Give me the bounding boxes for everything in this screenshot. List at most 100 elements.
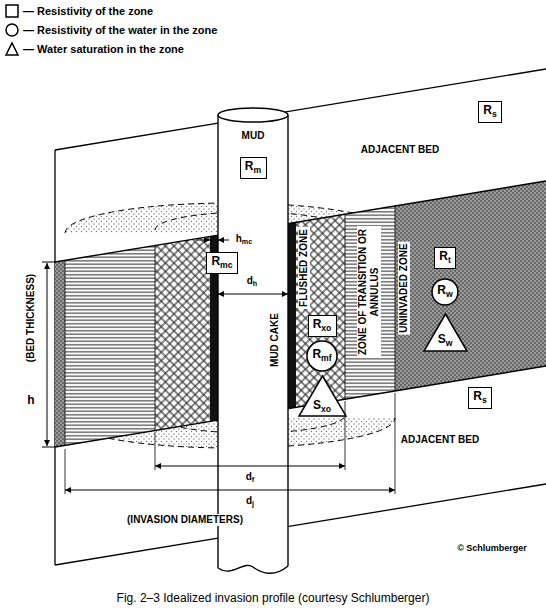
circle-outline — [307, 341, 337, 371]
node-text: Rs — [473, 390, 486, 406]
uninvaded-zone-fill — [395, 181, 546, 391]
zone-label: UNINVADED ZONE — [398, 241, 410, 334]
legend-item: — Water saturation in the zone — [5, 42, 184, 56]
resistivity-box: Rt — [434, 247, 456, 269]
flushed-zone-fill — [155, 236, 210, 430]
dimension-label: dh — [245, 275, 260, 289]
subscript: xo — [321, 323, 331, 333]
dimension-label: h — [25, 393, 36, 407]
legend-item: — Resistivity of the water in the zone — [5, 23, 217, 37]
triangle-outline — [6, 43, 18, 55]
node-text: Rs — [483, 104, 496, 120]
dimension-label: dh — [245, 275, 260, 289]
copyright-note: © Schlumberger — [455, 543, 529, 554]
flushed-diameter-dimension — [155, 466, 345, 467]
zone-boundary — [345, 214, 346, 399]
subscript: s — [492, 109, 497, 119]
dimension-label: (BED THICKNESS) — [25, 272, 37, 364]
borehole-wall — [287, 115, 288, 566]
zone-label: FLUSHED ZONE — [298, 227, 310, 309]
dimension-label: h — [25, 393, 36, 407]
subscript: mc — [242, 237, 252, 246]
legend-swatch — [5, 23, 19, 37]
borehole-wall — [217, 115, 218, 568]
dimension-label: hmc — [234, 233, 255, 247]
hole-diameter-dimension — [218, 294, 288, 295]
subscript: xo — [321, 403, 331, 413]
borehole-interior — [218, 115, 288, 570]
zone-label: UNINVADED ZONE — [398, 241, 410, 334]
subscript: t — [448, 255, 451, 265]
subscript: mc — [220, 260, 232, 270]
zone-label: ZONE OF TRANSITION OR ANNULUS — [357, 226, 381, 358]
zone-label: MUD CAKE — [269, 311, 281, 369]
extension-line — [42, 447, 55, 448]
figure-caption: Fig. 2–3 Idealized invasion profile (cou… — [115, 591, 432, 605]
transition-zone-fill — [65, 246, 155, 446]
subscript: mf — [321, 353, 332, 363]
zone-label: ZONE OF TRANSITION OR ANNULUS — [357, 226, 381, 358]
borehole-break — [218, 565, 288, 573]
resistivity-box: Rs — [478, 101, 502, 123]
triangle-outline — [424, 314, 467, 351]
node-text: Rxo — [313, 318, 332, 334]
square-outline — [6, 5, 18, 17]
figure-caption: Fig. 2–3 Idealized invasion profile (cou… — [115, 591, 432, 605]
upper-plane-edge — [55, 69, 546, 150]
water-resistivity-circle: Rw — [431, 278, 459, 306]
saturation-triangle: Sxo — [298, 375, 347, 417]
subscript: w — [446, 338, 453, 348]
subscript: j — [252, 499, 254, 508]
dimension-label: dj — [244, 495, 256, 509]
subscript: f — [252, 475, 254, 484]
bed-label: ADJACENT BED — [359, 144, 441, 156]
mud-cake-dimension — [197, 240, 210, 241]
extension-line — [42, 262, 55, 263]
dimension-label: (INVASION DIAMETERS) — [125, 514, 245, 526]
mud-cake-fill — [288, 222, 296, 408]
resistivity-box: Rm — [240, 157, 267, 179]
bed-thickness-dimension — [47, 263, 48, 446]
subscript: s — [482, 395, 487, 405]
circle-outline — [6, 24, 18, 36]
mud-label: MUD — [240, 130, 267, 142]
zone-label: MUD CAKE — [269, 311, 281, 369]
dimension-label: df — [244, 471, 257, 485]
mud-label: MUD — [240, 130, 267, 142]
dimension-label: hmc — [234, 233, 255, 247]
bed-label: ADJACENT BED — [399, 434, 481, 446]
node-text: Rm — [245, 160, 261, 176]
node-text: Rw — [437, 284, 452, 300]
node-text: Rmc — [211, 255, 232, 271]
extension-line — [155, 432, 156, 470]
extension-line — [65, 449, 66, 494]
node-text: Sw — [438, 333, 453, 349]
water-resistivity-circle: Rmf — [306, 340, 338, 372]
dimension-label: df — [244, 471, 257, 485]
extension-line — [345, 401, 346, 470]
subscript: w — [446, 289, 453, 299]
legend-swatch — [5, 4, 19, 18]
extension-line — [395, 393, 396, 494]
dimension-label: (INVASION DIAMETERS) — [125, 514, 245, 526]
zone-boundary — [395, 206, 396, 391]
legend-item: — Resistivity of the zone — [5, 4, 153, 18]
triangle-outline — [299, 376, 346, 416]
node-text: Rmf — [312, 348, 331, 364]
circle-outline — [432, 279, 458, 305]
zone-boundary — [155, 246, 156, 431]
dimension-label: dj — [244, 495, 256, 509]
bed-label: ADJACENT BED — [399, 434, 481, 446]
legend-text: — Water saturation in the zone — [23, 43, 184, 55]
resistivity-box: Rxo — [308, 315, 337, 337]
legend-text: — Resistivity of the zone — [23, 5, 153, 17]
bed-label: ADJACENT BED — [359, 144, 441, 156]
zone-label: FLUSHED ZONE — [298, 227, 310, 309]
legend-swatch — [5, 42, 19, 56]
lower-plane-edge — [55, 484, 546, 565]
subscript: m — [254, 165, 262, 175]
resistivity-box: Rmc — [206, 252, 238, 274]
